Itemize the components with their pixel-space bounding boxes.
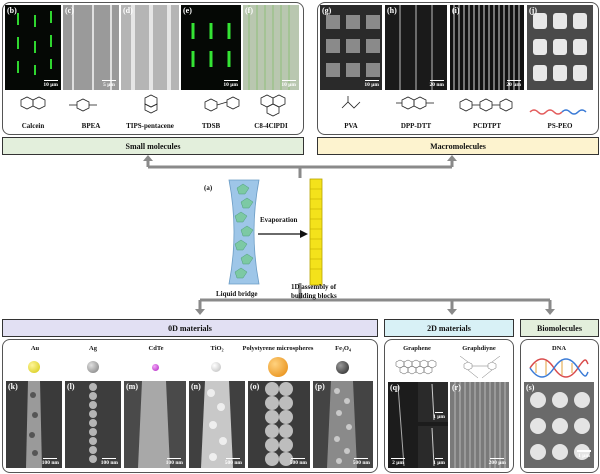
panel-label: (d) [123, 6, 133, 15]
molecule-structures-macro [341, 96, 587, 115]
image-m-cdte: (m) 100 nm [124, 381, 186, 468]
material-dna: DNA [551, 345, 567, 352]
panel-label: (r) [452, 383, 461, 392]
image-k-au: (k) 100 nm [6, 381, 62, 468]
panel-label: (g) [322, 6, 332, 15]
panel-label: (s) [526, 383, 535, 392]
image-s-dna: (s) 1 μm [524, 382, 594, 468]
scale-bar: 10 μm [43, 79, 58, 88]
material-fe3o4: Fe₃O₄ [335, 345, 351, 352]
panel-label: (i) [452, 6, 460, 15]
image-c-bpea: (c) 5 μm [63, 5, 119, 90]
banner-biomolecules: Biomolecules [520, 319, 599, 337]
image-f-c8-4clpdi: (f) 10 μm [243, 5, 299, 90]
scale-bar: 20 μm [506, 79, 521, 88]
molecule-name-tips-pentacene: TIPS-pentacene [126, 122, 174, 130]
scale-bar: 100 nm [42, 457, 59, 466]
banner-2d-materials: 2D materials [384, 319, 514, 337]
liquid-bridge-caption: Liquid bridge [216, 290, 258, 298]
panel-label: (c) [65, 6, 74, 15]
process-label: Evaporation [260, 216, 298, 224]
molecule-name-tdsb: TDSB [201, 122, 221, 130]
panel-label: (p) [315, 382, 325, 391]
banner-small-molecules: Small molecules [2, 137, 304, 155]
center-label: (a) [204, 184, 213, 192]
cdte-particle-icon [152, 364, 159, 371]
scale-bar: 10 μm [223, 79, 238, 88]
fe3o4-particle-icon [336, 361, 349, 374]
material-graphdiyne: Graphdiyne [462, 345, 496, 352]
panel-label: (l) [67, 382, 75, 391]
panel-label: (b) [7, 6, 17, 15]
panel-label: (q) [390, 383, 400, 392]
image-j-ps-peo: (j) [527, 5, 593, 90]
molecule-name-dpp-dtt: DPP-DTT [400, 122, 432, 130]
scale-bar: 2 μm [391, 457, 405, 466]
panel-label: (m) [126, 382, 138, 391]
polystyrene-particle-icon [268, 357, 288, 377]
assembly-caption-line1: 1D assembly of [291, 283, 337, 291]
scale-bar: 5 μm [102, 79, 116, 88]
scale-bar: 10 μm [364, 79, 379, 88]
panel-label: (j) [529, 6, 537, 15]
image-i-pcdtpt: (i) 20 μm [450, 5, 524, 90]
molecule-name-bpea: BPEA [81, 122, 101, 130]
graphdiyne-lattice-icon [459, 356, 501, 379]
scale-bar: 10 μm [281, 79, 296, 88]
scale-bar: 500 nm [290, 457, 307, 466]
image-n-tio2: (n) 500 nm [189, 381, 245, 468]
image-e-tdsb: (e) 10 μm [181, 5, 241, 90]
au-particle-icon [28, 361, 40, 373]
assembly-caption-line2: building blocks [291, 292, 337, 300]
material-polystyrene: Polystyrene microspheres [242, 345, 314, 352]
panel-label: (k) [8, 382, 18, 391]
liquid-bridge-illustration [228, 179, 260, 285]
image-r-graphdiyne: (r) 200 μm [450, 382, 509, 468]
molecule-structures-small [20, 94, 286, 117]
material-cdte: CdTe [148, 345, 164, 352]
banner-macromolecules: Macromolecules [317, 137, 599, 155]
image-b-calcein: (b) 10 μm [5, 5, 61, 90]
material-au: Au [30, 345, 40, 352]
panel-label: (o) [250, 382, 260, 391]
scale-bar: 100 nm [166, 457, 183, 466]
dna-helix-icon [529, 358, 589, 378]
panel-label: (h) [387, 6, 397, 15]
image-h-dpp-dtt: (h) 20 nm [385, 5, 447, 90]
scale-bar: 100 nm [101, 457, 118, 466]
evaporation-arrow [258, 230, 308, 238]
image-d-tips-pentacene: (d) [121, 5, 179, 90]
tio2-particle-icon [211, 362, 221, 372]
image-p-fe3o4: (p) 500 nm [313, 381, 373, 468]
panel-label: (f) [245, 6, 253, 15]
inset-scale-bar: 1 μm [433, 457, 445, 466]
material-tio2: TiO₂ [210, 345, 224, 352]
scale-bar: 500 nm [353, 457, 370, 466]
graphene-lattice-icon [395, 359, 437, 375]
scale-bar: 20 nm [429, 79, 444, 88]
material-ag: Ag [89, 345, 97, 352]
panel-label: (e) [183, 6, 192, 15]
panel-label: (n) [191, 382, 201, 391]
image-l-ag: (l) 100 nm [65, 381, 121, 468]
image-g-pva: (g) 10 μm [320, 5, 382, 90]
scale-bar: 1 μm [577, 450, 591, 459]
molecule-name-ps-peo: PS-PEO [547, 122, 573, 130]
scale-bar: 500 nm [225, 457, 242, 466]
inset-scale-bar: 1 μm [433, 411, 445, 420]
molecule-name-calcein: Calcein [21, 122, 45, 130]
image-o-polystyrene: (o) 500 nm [248, 381, 310, 468]
material-graphene: Graphene [403, 345, 431, 352]
scale-bar: 200 μm [489, 457, 506, 466]
assembled-rod-illustration [309, 178, 323, 286]
image-q-graphene: (q) 2 μm 1 μm 1 μm [388, 382, 448, 468]
banner-0d-materials: 0D materials [2, 319, 378, 337]
molecule-name-pcdtpt: PCDTPT [473, 122, 501, 130]
ag-particle-icon [87, 361, 99, 373]
molecule-name-pva: PVA [344, 122, 358, 130]
molecule-name-c8-4clpdi: C8-4ClPDI [254, 122, 288, 130]
